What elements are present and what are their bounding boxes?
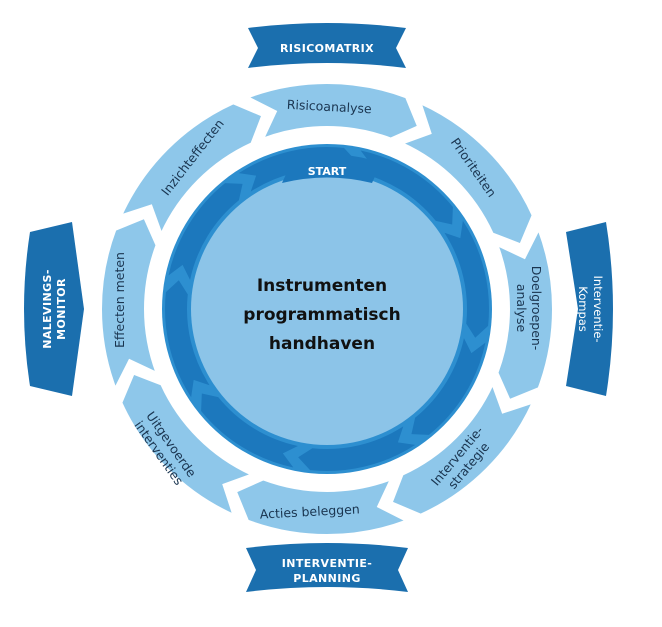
step-effecten-meten: Effecten meten	[112, 252, 127, 348]
start-label: START	[308, 165, 347, 178]
inner-arrow-5	[201, 393, 298, 468]
outer-segment-interventiestrategie	[390, 381, 535, 516]
outer-segment-prioriteiten	[399, 101, 534, 246]
outer-segment-doelgroepenanalyse	[495, 227, 554, 402]
instrument-planning-line-2: PLANNING	[293, 572, 361, 585]
start-tab	[282, 154, 378, 183]
instrument-planning-line-1: INTERVENTIE-	[282, 557, 373, 570]
instrument-interventieplanning: INTERVENTIE- PLANNING	[246, 543, 408, 592]
inner-arrow-7	[168, 183, 243, 280]
inner-arrow-3	[411, 338, 486, 435]
instrument-nalevingsmonitor: NALEVINGS- MONITOR	[24, 222, 84, 396]
outer-segment-effecten-meten	[100, 216, 159, 391]
center-title-line-1: Instrumenten	[257, 276, 387, 296]
outer-step-ring	[100, 82, 554, 536]
instrument-kompas-line-1: Interventie-	[591, 275, 605, 342]
inner-arrow-4	[298, 426, 416, 471]
step-doelgroepenanalyse-line-1: Doelgroepen-	[529, 266, 544, 351]
inner-arrow-6	[165, 280, 210, 398]
instrument-kompas-line-2: Kompas	[576, 286, 590, 332]
outer-segment-uitgevoerde-interventies	[120, 372, 255, 517]
outer-segment-inzichteffecten	[119, 102, 264, 237]
instrument-monitor-line-2: MONITOR	[55, 278, 68, 340]
instrument-monitor-line-1: NALEVINGS-	[41, 269, 54, 349]
outer-segment-acties-beleggen	[234, 477, 409, 536]
center-title-line-2: programmatisch	[243, 305, 400, 325]
inner-arrow-2	[444, 220, 489, 338]
instrument-risicomatrix-label: RISICOMATRIX	[280, 42, 374, 55]
step-acties-beleggen: Acties beleggen	[259, 501, 360, 521]
outer-segment-risicoanalyse	[245, 82, 420, 141]
center-disc	[191, 173, 463, 445]
instrument-interventie-kompas: Interventie- Kompas	[566, 222, 613, 396]
inner-arrow-ring	[165, 147, 489, 471]
step-risicoanalyse: Risicoanalyse	[286, 97, 372, 116]
center-title-line-3: handhaven	[269, 334, 375, 354]
inner-arrow-1	[356, 150, 453, 225]
instrument-risicomatrix: RISICOMATRIX	[248, 23, 406, 68]
step-doelgroepenanalyse-line-2: analyse	[514, 284, 529, 333]
